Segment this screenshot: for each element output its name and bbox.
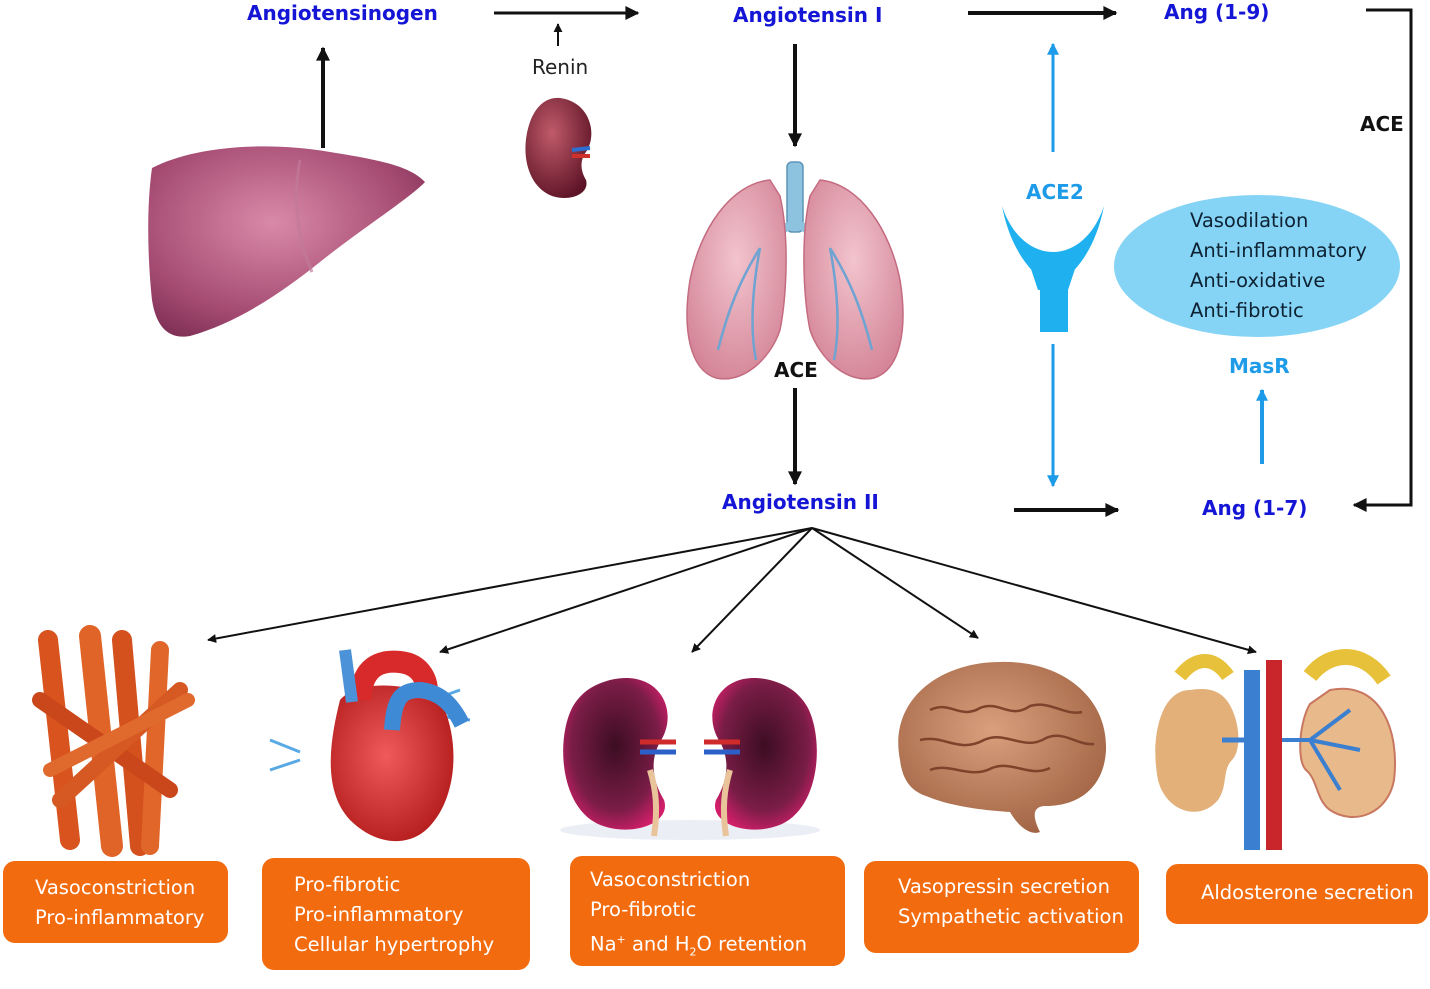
text-na: Na (590, 932, 617, 956)
brain-illustration (898, 661, 1107, 833)
effect-line: Pro-fibrotic (590, 898, 697, 921)
effect-box-vessels: Vasoconstriction Pro-inflammatory (3, 861, 228, 943)
adrenal-kidney-illustration (1155, 649, 1396, 850)
effect-line: Sympathetic activation (898, 905, 1124, 928)
node-angiotensin-2: Angiotensin II (722, 490, 879, 514)
effect-line: Vasoconstriction (35, 876, 196, 899)
ace2-receptor-icon (1002, 206, 1104, 332)
effect-box-adrenal: Aldosterone secretion (1166, 864, 1428, 924)
label-ace-bracket: ACE (1360, 112, 1404, 136)
effect-line: Pro-inflammatory (35, 906, 205, 929)
liver-illustration (148, 146, 426, 337)
effect-line: Vasopressin secretion (898, 875, 1110, 898)
label-masr: MasR (1229, 354, 1290, 378)
node-renin: Renin (532, 55, 589, 79)
effect-box-brain: Vasopressin secretion Sympathetic activa… (864, 861, 1139, 953)
masr-effects-list: Vasodilation Anti-inflammatory Anti-oxid… (1190, 206, 1367, 326)
lungs-illustration (686, 161, 904, 380)
masr-effect: Anti-fibrotic (1190, 299, 1304, 322)
node-angiotensinogen: Angiotensinogen (247, 1, 438, 25)
text-2-subscript: 2 (689, 945, 697, 959)
effect-box-heart: Pro-fibrotic Pro-inflammatory Cellular h… (262, 858, 530, 970)
masr-effect: Anti-oxidative (1190, 269, 1326, 292)
effect-box-kidney: Vasoconstriction Pro-fibrotic Na+ and H2… (570, 856, 845, 966)
effect-line-retention: Na+ and H2O retention (590, 925, 845, 967)
kidney-small-illustration (525, 97, 592, 199)
label-ace-lung: ACE (774, 358, 818, 382)
label-ace2: ACE2 (1026, 180, 1084, 204)
effect-line: Cellular hypertrophy (294, 933, 495, 956)
pathway-arrows (207, 6, 1413, 655)
masr-effect: Anti-inflammatory (1190, 239, 1367, 262)
text-o-retention: O retention (696, 932, 808, 956)
node-angiotensin-1: Angiotensin I (733, 3, 883, 27)
text-plus-superscript: + (616, 933, 626, 946)
text-and-h: and H (625, 932, 690, 956)
node-ang-1-9: Ang (1-9) (1164, 0, 1270, 24)
masr-effects-oval (1114, 195, 1400, 337)
heart-illustration (269, 649, 471, 842)
effect-line: Pro-inflammatory (294, 903, 464, 926)
effect-line: Pro-fibrotic (294, 873, 401, 896)
effect-line: Aldosterone secretion (1201, 881, 1414, 904)
node-ang-1-7: Ang (1-7) (1202, 496, 1308, 520)
kidneys-illustration (560, 677, 820, 840)
masr-effect: Vasodilation (1190, 209, 1309, 232)
blood-vessels-illustration (32, 625, 195, 857)
effect-line: Vasoconstriction (590, 868, 751, 891)
